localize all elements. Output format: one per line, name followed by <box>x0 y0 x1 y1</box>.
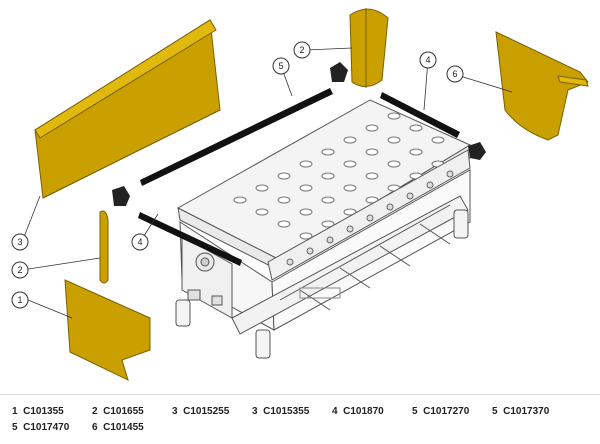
parts-row: 1 C101355 2 C101655 3 C1015255 3 C101535… <box>12 403 592 419</box>
part-code: C1017370 <box>503 405 550 417</box>
part-entry: 2 C101655 <box>92 406 172 417</box>
part-number: 2 <box>92 405 98 417</box>
knobs <box>112 62 486 206</box>
callout-3: 3 <box>11 233 29 251</box>
part-entry: 4 C101870 <box>332 406 412 417</box>
parts-list: 1 C101355 2 C101655 3 C1015255 3 C101535… <box>12 403 592 435</box>
callout-2-top: 2 <box>293 41 311 59</box>
part-entry: 5 C1017470 <box>12 422 92 433</box>
part-code: C101870 <box>343 405 384 417</box>
svg-text:3: 3 <box>17 237 22 247</box>
control-buttons <box>286 170 454 266</box>
part-entry: 3 C1015355 <box>252 406 332 417</box>
part-code: C101355 <box>23 405 64 417</box>
part-code: C101655 <box>103 405 144 417</box>
part-code: C1015255 <box>183 405 230 417</box>
side-panel-3 <box>34 19 221 199</box>
part-entry: 1 C101355 <box>12 406 92 417</box>
gasket-strips <box>138 88 460 266</box>
svg-text:5: 5 <box>278 61 283 71</box>
part-number: 5 <box>12 421 18 433</box>
panel-2-side <box>99 210 109 284</box>
cup-tray-holes <box>233 112 445 240</box>
part-entry: 6 C101455 <box>92 422 172 433</box>
callout-2-lower: 2 <box>11 261 29 279</box>
espresso-machine-body <box>175 99 472 359</box>
part-number: 6 <box>92 421 98 433</box>
part-number: 4 <box>332 405 338 417</box>
part-number: 5 <box>492 405 498 417</box>
svg-text:2: 2 <box>299 45 304 55</box>
part-code: C1015355 <box>263 405 310 417</box>
side-panel-6 <box>495 31 589 141</box>
callout-6: 6 <box>446 65 464 83</box>
front-panel-1 <box>64 279 151 381</box>
svg-text:1: 1 <box>17 295 22 305</box>
part-code: C1017470 <box>23 421 70 433</box>
part-code: C101455 <box>103 421 144 433</box>
part-number: 3 <box>172 405 178 417</box>
part-number: 5 <box>412 405 418 417</box>
divider <box>0 394 600 395</box>
callout-4-left: 4 <box>131 233 149 251</box>
svg-text:4: 4 <box>425 55 430 65</box>
callout-1: 1 <box>11 291 29 309</box>
part-number: 3 <box>252 405 258 417</box>
callout-5: 5 <box>272 57 290 75</box>
part-code: C1017270 <box>423 405 470 417</box>
callout-4-right: 4 <box>419 51 437 69</box>
svg-text:4: 4 <box>137 237 142 247</box>
part-entry: 5 C1017270 <box>412 406 492 417</box>
parts-row: 5 C1017470 6 C101455 <box>12 419 592 435</box>
exploded-parts-diagram: 1 2 2 3 4 4 5 6 <box>11 8 589 381</box>
svg-text:6: 6 <box>452 69 457 79</box>
part-number: 1 <box>12 405 18 417</box>
part-entry: 3 C1015255 <box>172 406 252 417</box>
panel-2-top <box>349 8 389 88</box>
svg-text:2: 2 <box>17 265 22 275</box>
part-entry: 5 C1017370 <box>492 406 572 417</box>
